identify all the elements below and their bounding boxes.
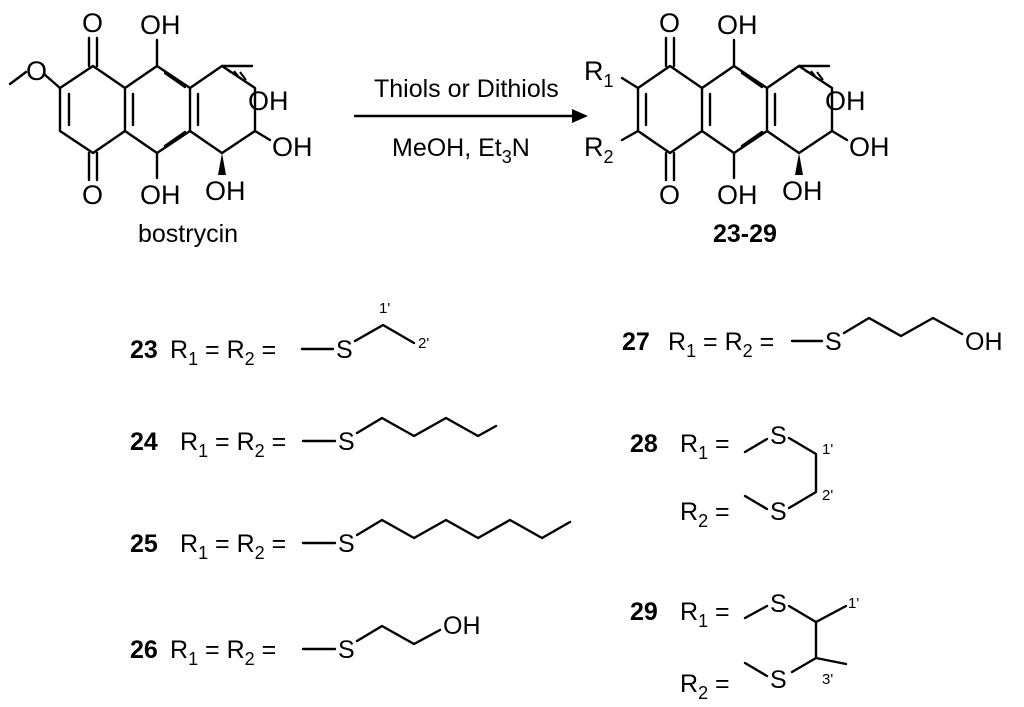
product-ring-oh: OH xyxy=(849,132,890,162)
compound-number: 23 xyxy=(130,336,158,364)
wedge-oh: OH xyxy=(205,176,246,206)
hydroxyl: OH xyxy=(965,328,1003,356)
hydroxyl: OH xyxy=(443,612,481,640)
product-o-top: O xyxy=(659,8,680,38)
r-equals: R1 = R2 = xyxy=(668,328,774,361)
r1-equals: R1 = xyxy=(680,430,730,463)
compound-29: 29 R1 = R2 = S 1' 3' S xyxy=(630,590,859,703)
product-hashed-oh: OH xyxy=(825,86,866,116)
bostrycin-structure: O O O OH OH OH OH OH xyxy=(8,8,313,210)
ring-oh: OH xyxy=(272,132,313,162)
r2-equals: R2 = xyxy=(680,670,730,703)
product-r1: R1 xyxy=(584,56,614,91)
r-equals: R1 = R2 = xyxy=(170,336,276,369)
product-label: 23-29 xyxy=(713,220,777,248)
carbonyl-o-bottom: O xyxy=(82,180,103,210)
sulfur-atom: S xyxy=(770,666,787,694)
phenol-oh-bottom: OH xyxy=(140,180,181,210)
compound-number: 29 xyxy=(630,598,658,626)
compound-28: 28 R1 = R2 = S 1' 2' S xyxy=(630,422,833,531)
position-label: 1' xyxy=(848,595,859,612)
position-label: 2' xyxy=(822,487,833,504)
r-equals: R1 = R2 = xyxy=(180,428,286,461)
compound-number: 24 xyxy=(130,428,158,456)
position-label: 1' xyxy=(379,300,390,317)
product-r2: R2 xyxy=(584,132,614,167)
compound-number: 28 xyxy=(630,430,658,458)
position-label: 1' xyxy=(822,441,833,458)
product-structure: O O OH OH OH OH OH R1 R2 xyxy=(584,8,890,210)
sulfur-atom: S xyxy=(338,428,355,456)
carbonyl-o-top: O xyxy=(82,8,103,38)
bostrycin-label: bostrycin xyxy=(138,220,238,248)
reagent-line-1: Thiols or Dithiols xyxy=(374,75,559,103)
position-label: 2' xyxy=(418,335,429,352)
compound-25: 25 R1 = R2 = S xyxy=(130,518,572,563)
reagent-line-2: MeOH, Et3N xyxy=(392,134,530,167)
sulfur-atom: S xyxy=(825,328,842,356)
sulfur-atom: S xyxy=(770,498,787,526)
sulfur-atom: S xyxy=(338,636,355,664)
r1-equals: R1 = xyxy=(680,598,730,631)
compound-number: 26 xyxy=(130,636,158,664)
compound-26: 26 R1 = R2 = S OH xyxy=(130,612,481,669)
product-o-bottom: O xyxy=(659,180,680,210)
compound-23: 23 R1 = R2 = S 1' 2' xyxy=(130,300,429,369)
product-oh-top: OH xyxy=(717,10,758,40)
r-equals: R1 = R2 = xyxy=(180,530,286,563)
sulfur-atom: S xyxy=(336,336,353,364)
r-equals: R1 = R2 = xyxy=(170,636,276,669)
product-oh-bottom: OH xyxy=(717,180,758,210)
hashed-oh: OH xyxy=(248,86,289,116)
compound-24: 24 R1 = R2 = S xyxy=(130,416,498,461)
compound-number: 25 xyxy=(130,530,158,558)
phenol-oh-top: OH xyxy=(140,10,181,40)
position-label: 3' xyxy=(822,671,833,688)
reaction-arrow xyxy=(353,109,588,123)
methoxy-o: O xyxy=(26,56,47,86)
r2-equals: R2 = xyxy=(680,498,730,531)
product-wedge-oh: OH xyxy=(782,176,823,206)
sulfur-atom: S xyxy=(338,530,355,558)
compound-number: 27 xyxy=(622,328,650,356)
sulfur-atom: S xyxy=(770,422,787,450)
compound-27: 27 R1 = R2 = S OH xyxy=(622,316,1003,361)
sulfur-atom: S xyxy=(770,590,787,618)
